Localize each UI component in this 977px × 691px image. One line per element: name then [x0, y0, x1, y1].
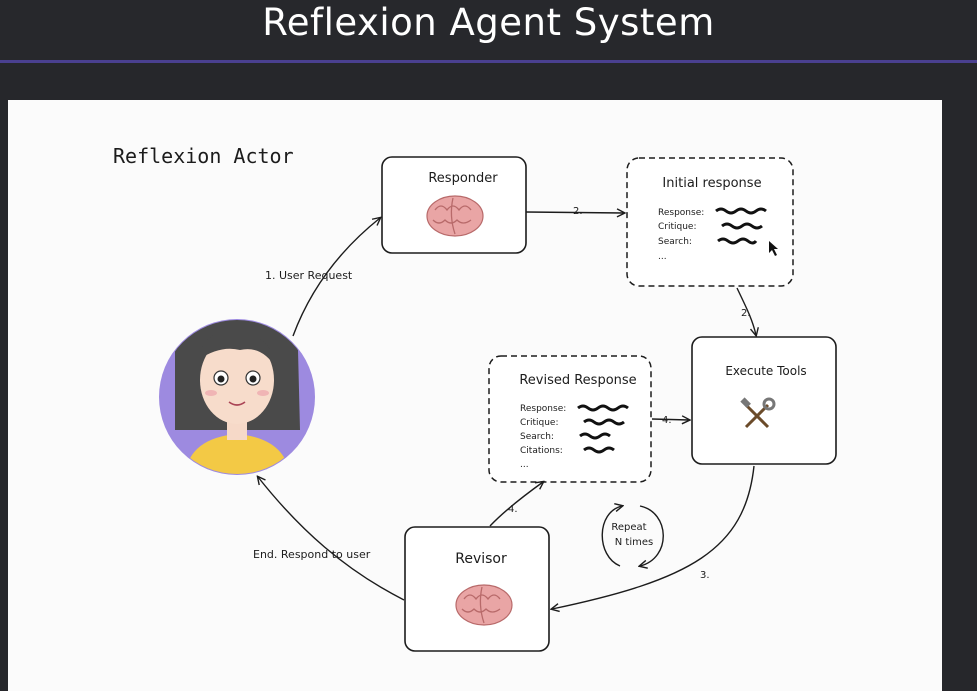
edge-user-request: 1. User Request: [265, 218, 380, 337]
repeat-label: Repeat: [611, 522, 646, 533]
edge-label-to-initial: 2.: [573, 206, 583, 217]
execute-tools-node: Execute Tools: [691, 336, 837, 465]
edge-to-initial: 2.: [525, 206, 624, 217]
initial-response-node: Initial response Response: Critique: Sea…: [626, 157, 794, 287]
section-title: Reflexion Actor: [113, 144, 294, 168]
edge-label-user-request: 1. User Request: [265, 269, 353, 282]
revisor-label: Revisor: [455, 551, 507, 567]
page-title: Reflexion Agent System: [262, 1, 715, 44]
initial-field-response: Response:: [658, 208, 704, 218]
title-divider: [0, 60, 977, 63]
edge-label-revised-to-tools: 4.: [662, 415, 672, 426]
cursor-icon: [769, 241, 778, 256]
edge-label-to-tools: 2.: [741, 308, 751, 319]
revised-field-critique: Critique:: [520, 418, 559, 428]
revised-response-label: Revised Response: [519, 373, 636, 388]
edge-revisor-to-revised: 4.: [489, 482, 543, 527]
edge-label-tools-to-revisor: 3.: [700, 570, 710, 581]
edge-tools-to-revisor: 3.: [552, 465, 755, 609]
revised-field-response: Response:: [520, 404, 566, 414]
edge-respond-to-user: End. Respond to user: [253, 477, 405, 601]
edge-to-tools: 2.: [736, 287, 756, 335]
initial-field-search: Search:: [658, 237, 692, 247]
repeat-loop: Repeat N times: [601, 506, 664, 566]
top-bar: [0, 0, 977, 60]
revisor-node: Revisor: [404, 526, 550, 652]
tools-icon: [740, 397, 776, 429]
brain-icon: [455, 584, 513, 626]
edge-label-respond: End. Respond to user: [253, 548, 371, 561]
responder-label: Responder: [428, 171, 498, 186]
revised-field-citations: Citations:: [520, 446, 563, 456]
repeat-times-label: N times: [615, 537, 653, 548]
responder-node: Responder: [381, 156, 527, 254]
initial-field-more: ...: [658, 252, 667, 262]
execute-tools-label: Execute Tools: [725, 364, 806, 378]
revised-field-search: Search:: [520, 432, 554, 442]
revised-response-node: Revised Response Response: Critique: Sea…: [488, 355, 652, 483]
initial-response-label: Initial response: [662, 176, 761, 191]
revised-field-more: ...: [520, 460, 529, 470]
edge-label-to-revised: 4.: [508, 504, 518, 515]
edge-revised-to-tools: 4.: [651, 415, 689, 426]
initial-field-critique: Critique:: [658, 222, 697, 232]
brain-icon: [426, 195, 484, 237]
user-avatar: [159, 319, 315, 475]
